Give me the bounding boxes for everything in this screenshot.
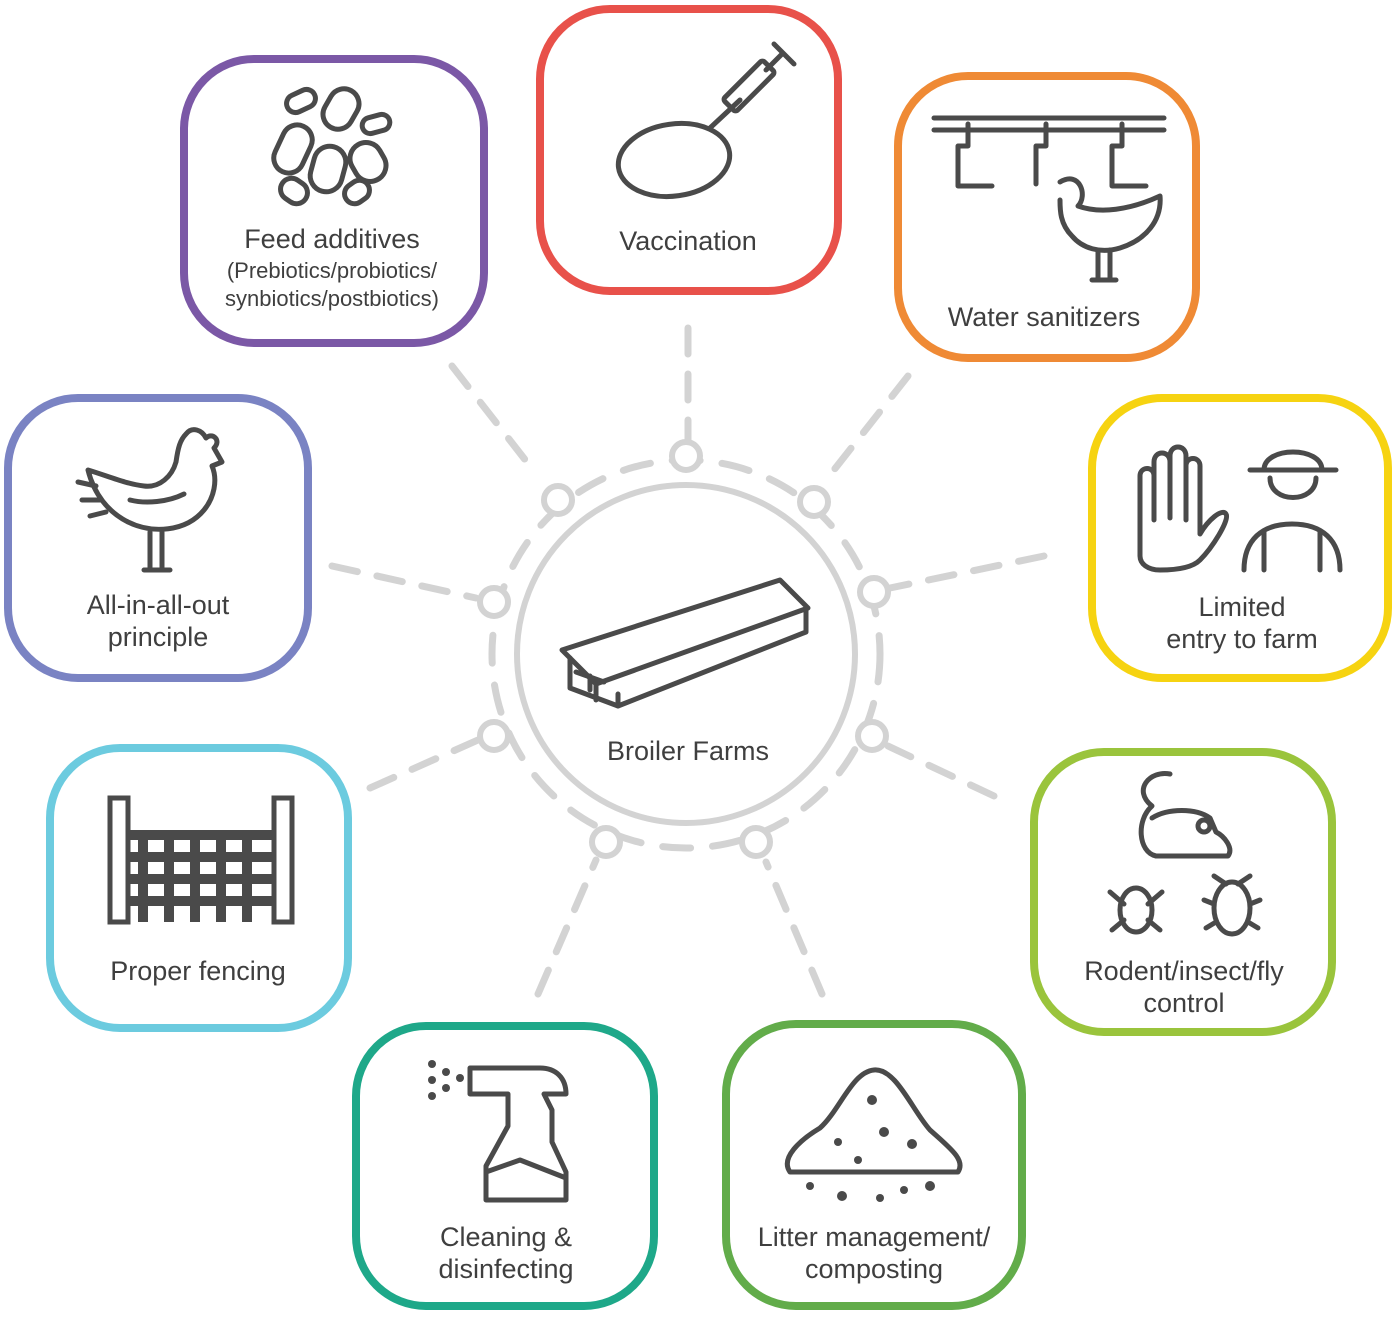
limited-entry-label-1: Limited (1198, 592, 1285, 622)
litter-management-frame (722, 1020, 1026, 1310)
node-all-in-all-out: All-in-all-out principle (4, 394, 312, 682)
spoke-fencing (366, 736, 482, 792)
feed-additives-sublabel-1: (Prebiotics/probiotics/ (227, 258, 438, 283)
center-label: Broiler Farms (607, 736, 769, 766)
limited-entry-label-2: entry to farm (1166, 624, 1318, 654)
spoke-limited-entry (886, 552, 1048, 592)
fence-icon (107, 795, 295, 925)
litter-management-label-2: composting (805, 1254, 943, 1284)
all-in-all-out-label-2: principle (108, 622, 209, 652)
spoke-lines (328, 324, 1048, 998)
connectors (328, 324, 1048, 998)
connector-node-all-in-all-out (477, 585, 511, 619)
litter-pile-icon (784, 1067, 963, 1202)
node-litter-management: Litter management/ composting (722, 1020, 1026, 1310)
fencing-label: Proper fencing (110, 956, 286, 986)
node-water-sanitizers: Water sanitizers (894, 72, 1200, 362)
rodent-control-label-2: control (1143, 988, 1224, 1018)
connector-node-fencing (477, 719, 511, 753)
node-cleaning: Cleaning & disinfecting (352, 1022, 658, 1310)
spoke-feed-additives (448, 362, 534, 470)
pellets-icon (271, 86, 393, 207)
spoke-all-in-all-out (328, 562, 480, 602)
poultry-house-icon (559, 577, 811, 709)
vaccination-label: Vaccination (619, 226, 757, 256)
rodent-control-label-1: Rodent/insect/fly (1084, 956, 1284, 986)
stop-hand-farmer-icon (1137, 444, 1343, 573)
spoke-rodent-control (884, 742, 998, 800)
spoke-litter-management (762, 858, 826, 998)
connector-node-water-sanitizers (797, 485, 831, 519)
spray-bottle-icon (428, 1060, 569, 1203)
feed-additives-sublabel-2: synbiotics/postbiotics) (225, 286, 439, 311)
cleaning-label-2: disinfecting (438, 1254, 573, 1284)
center-hub: Broiler Farms (559, 577, 811, 766)
cleaning-label-1: Cleaning & (440, 1222, 572, 1252)
node-vaccination: Vaccination (536, 5, 842, 295)
spoke-cleaning (534, 856, 600, 998)
all-in-all-out-frame (4, 394, 312, 682)
rodent-control-frame (1030, 748, 1336, 1036)
center-ring (514, 482, 858, 826)
water-line-chicken-icon (931, 115, 1167, 283)
connector-node-rodent-control (855, 719, 889, 753)
node-limited-entry: Limited entry to farm (1088, 394, 1392, 682)
connector-node-cleaning (589, 825, 623, 859)
mouse-insects-icon (1107, 771, 1263, 937)
connector-node-litter-management (739, 825, 773, 859)
connector-node-vaccination (669, 439, 703, 473)
spoke-water-sanitizers (822, 372, 912, 484)
feed-additives-label: Feed additives (244, 224, 420, 254)
water-sanitizers-label: Water sanitizers (948, 302, 1141, 332)
node-rodent-control: Rodent/insect/fly control (1030, 748, 1336, 1036)
syringe-egg-icon (615, 41, 797, 199)
feed-additives-frame (180, 55, 488, 347)
connector-node-feed-additives (541, 483, 575, 517)
node-feed-additives: Feed additives (Prebiotics/probiotics/ s… (180, 55, 488, 347)
litter-management-label-1: Litter management/ (758, 1222, 991, 1252)
connector-node-limited-entry (857, 575, 891, 609)
connector-nodes (477, 439, 891, 859)
chicken-icon (75, 427, 225, 573)
all-in-all-out-label-1: All-in-all-out (87, 590, 230, 620)
vaccination-frame (536, 5, 842, 295)
node-fencing: Proper fencing (46, 744, 352, 1032)
